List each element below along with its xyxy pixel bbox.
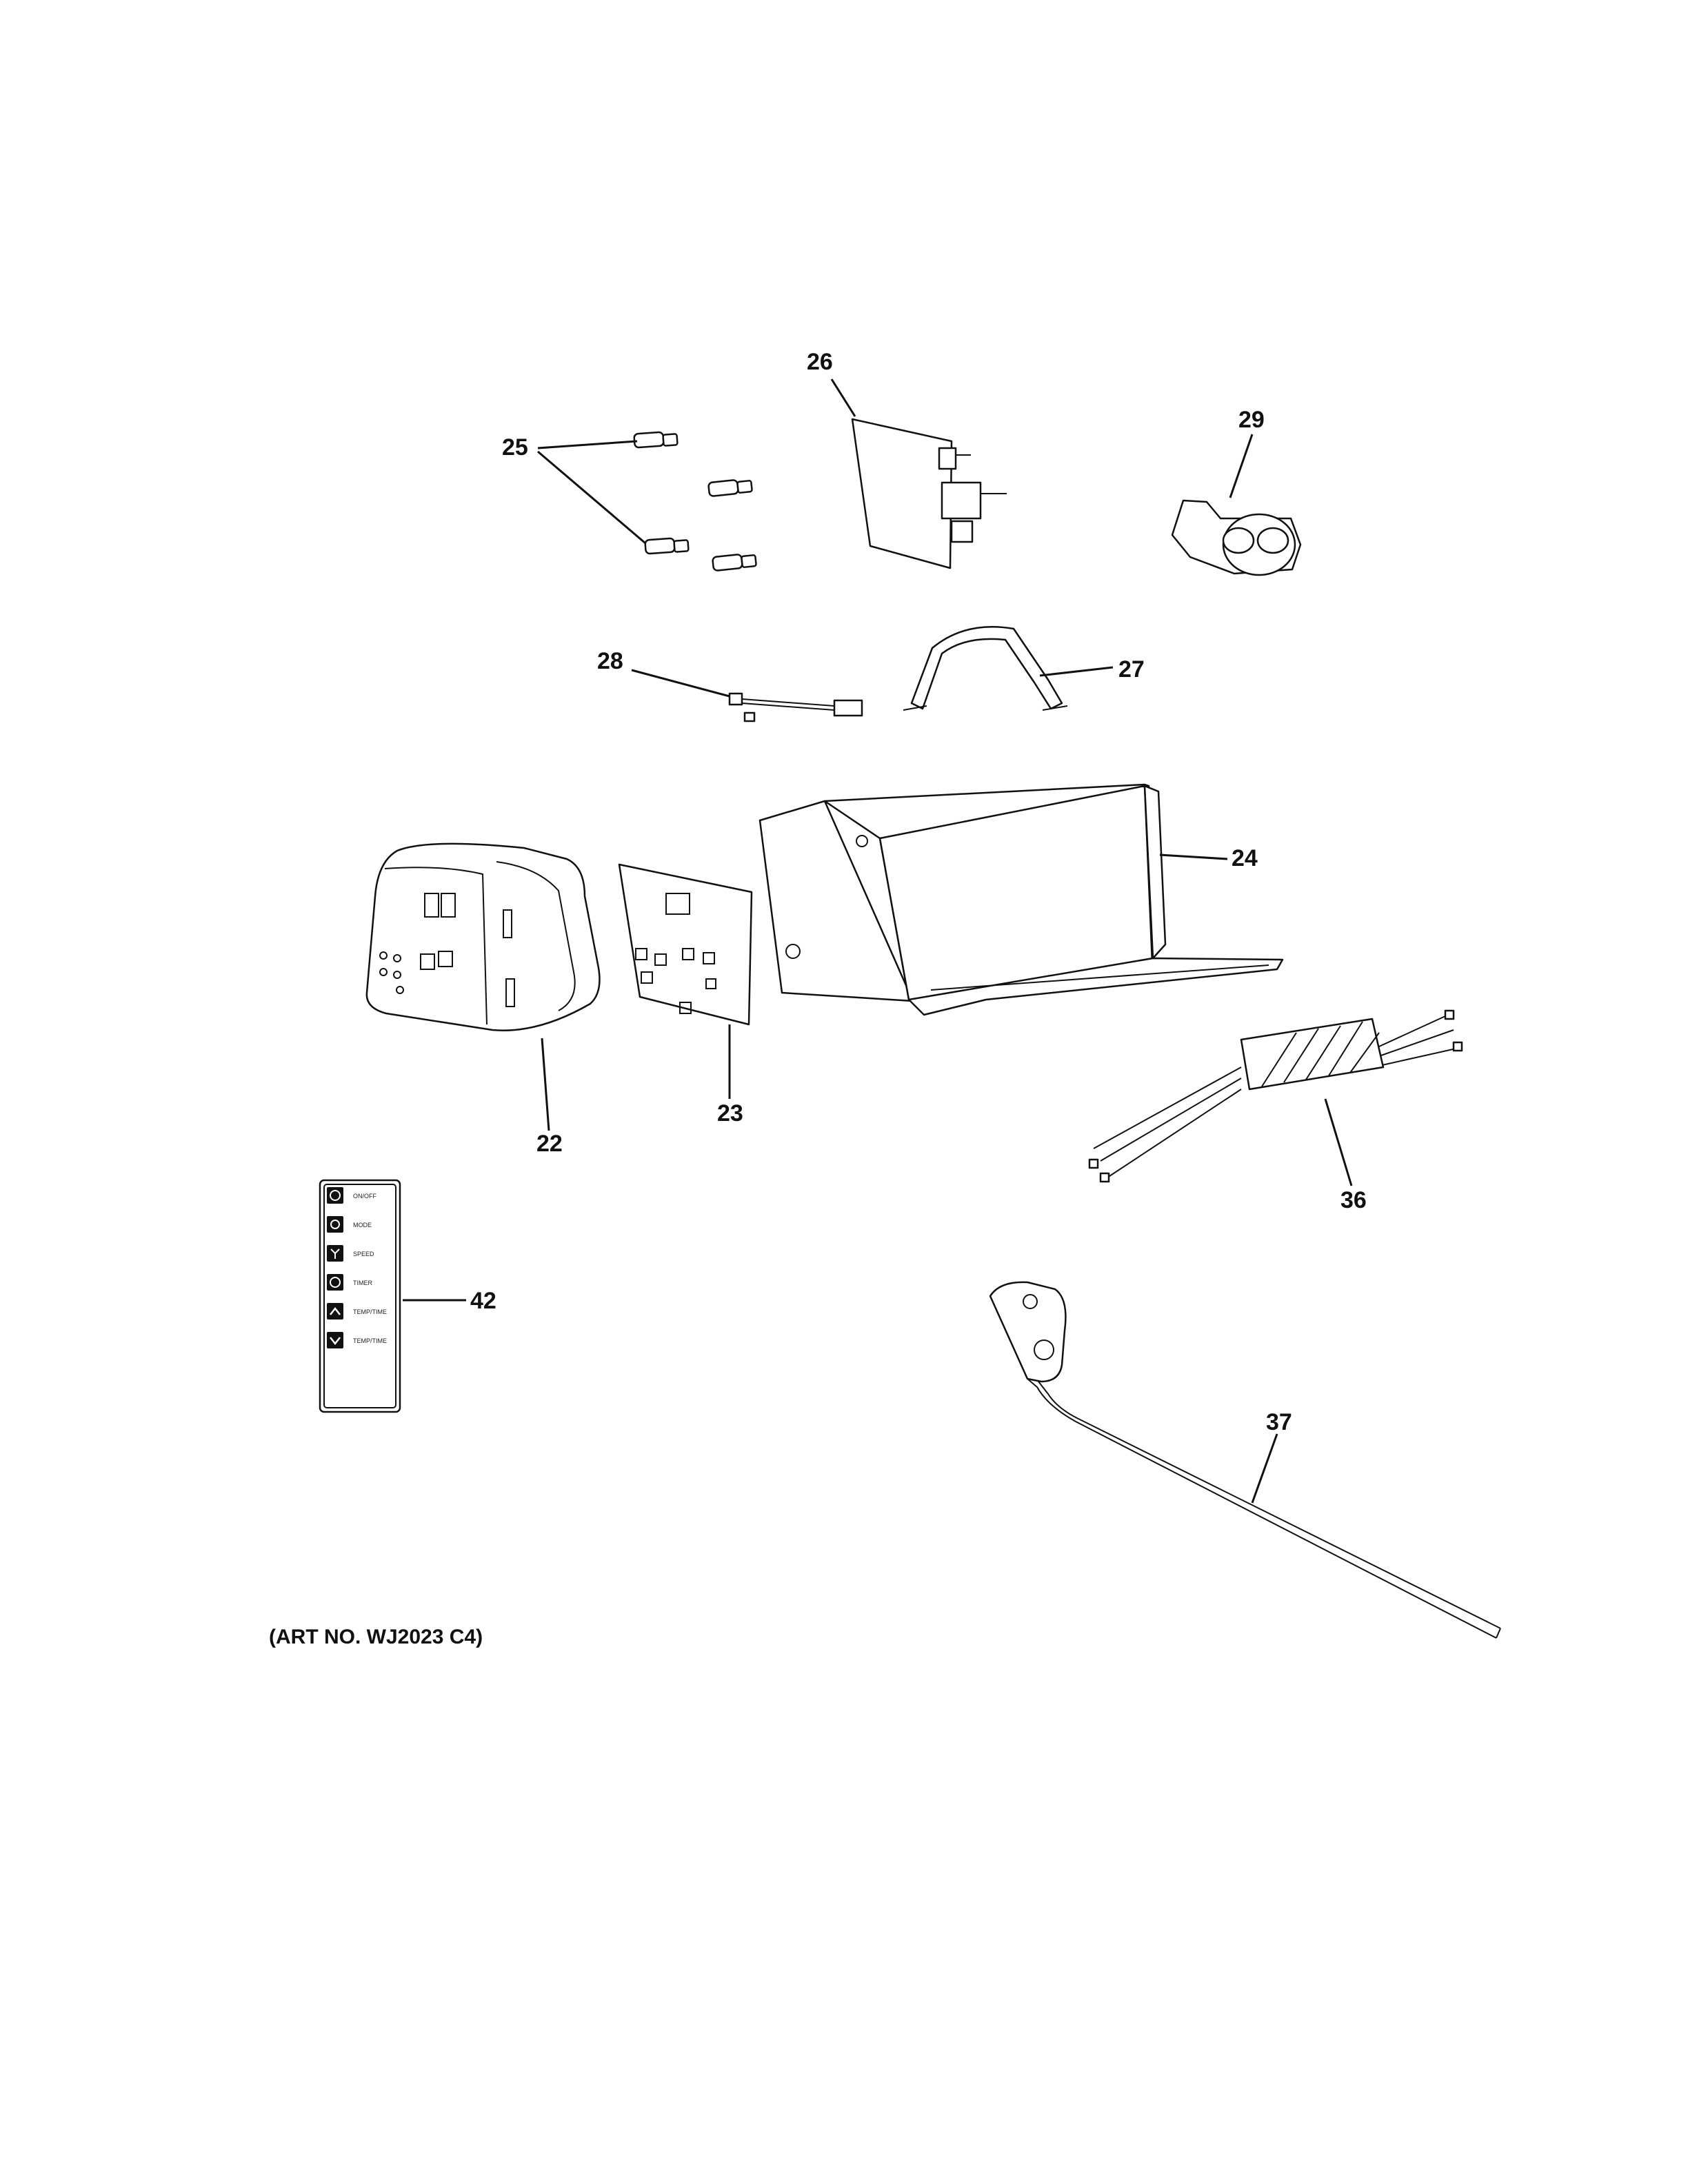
svg-text:TIMER: TIMER [353, 1280, 372, 1286]
label-26: 26 [807, 349, 833, 375]
svg-text:SPEED: SPEED [353, 1251, 374, 1257]
fuse-1 [633, 431, 679, 449]
leader-27 [1039, 666, 1114, 677]
part-37-sensor [989, 1281, 1501, 1639]
label-23: 23 [717, 1100, 743, 1126]
part-23-pcb [618, 863, 753, 1099]
remote-button-1: ON/OFF [327, 1187, 376, 1204]
label-36: 36 [1340, 1187, 1367, 1213]
leader-26 [830, 378, 856, 417]
svg-text:TEMP/TIME: TEMP/TIME [353, 1308, 387, 1315]
leader-36 [1324, 1098, 1353, 1186]
label-25: 25 [502, 434, 528, 461]
part-36-wire-bundle [1088, 1009, 1463, 1186]
part-27-bracket [903, 626, 1114, 711]
label-28: 28 [597, 648, 623, 674]
part-26-relay-board [830, 378, 1007, 569]
leader-22 [541, 1038, 550, 1131]
label-42: 42 [470, 1288, 496, 1314]
leader-29 [1229, 434, 1254, 498]
remote-button-3: SPEED [327, 1245, 374, 1262]
label-27: 27 [1118, 656, 1145, 682]
part-22-control-housing [365, 842, 601, 1131]
fuse-3 [644, 537, 690, 555]
leader-25a [537, 440, 638, 449]
leader-25b [537, 450, 646, 545]
art-number: (ART NO. WJ2023 C4) [269, 1626, 483, 1648]
label-29: 29 [1238, 407, 1265, 433]
part-24-control-box [758, 783, 1284, 1016]
remote-button-5: TEMP/TIME [327, 1303, 387, 1320]
part-28-wire [631, 669, 863, 722]
part-42-remote: ON/OFF MODE SPEED TIMER TEMP/TIME TEMP/T… [319, 1179, 466, 1413]
part-29-capacitor [1171, 434, 1302, 576]
leader-28 [631, 669, 730, 698]
label-24: 24 [1232, 845, 1258, 871]
remote-button-6: TEMP/TIME [327, 1332, 387, 1348]
svg-text:ON/OFF: ON/OFF [353, 1193, 376, 1200]
remote-button-4: TIMER [327, 1274, 372, 1291]
leader-24 [1159, 853, 1228, 860]
label-37: 37 [1266, 1409, 1292, 1435]
label-22: 22 [536, 1131, 563, 1157]
leader-37 [1251, 1433, 1278, 1504]
fuse-2 [707, 479, 753, 497]
part-25-fuses [537, 431, 757, 572]
svg-text:TEMP/TIME: TEMP/TIME [353, 1337, 387, 1344]
remote-button-2: MODE [327, 1216, 372, 1233]
fuse-4 [712, 554, 757, 572]
svg-text:MODE: MODE [353, 1222, 372, 1228]
